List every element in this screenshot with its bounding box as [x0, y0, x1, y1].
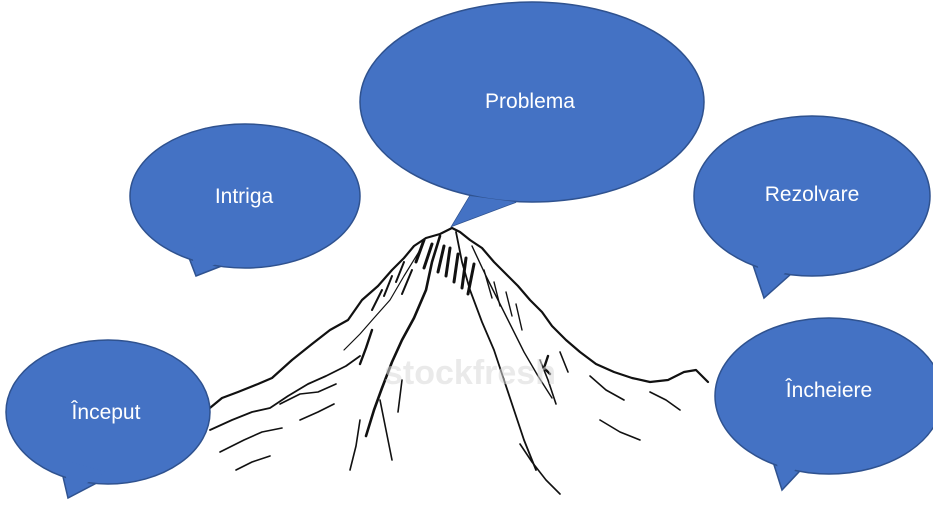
watermark-text: stockfresh — [384, 354, 556, 392]
bubble-rezolvare — [693, 115, 931, 300]
bubble-problema — [359, 1, 705, 228]
bubble-incheiere — [714, 317, 933, 492]
bubble-intriga — [129, 123, 361, 277]
bubble-inceput — [5, 339, 211, 500]
mountain-sketch-icon — [203, 226, 710, 495]
